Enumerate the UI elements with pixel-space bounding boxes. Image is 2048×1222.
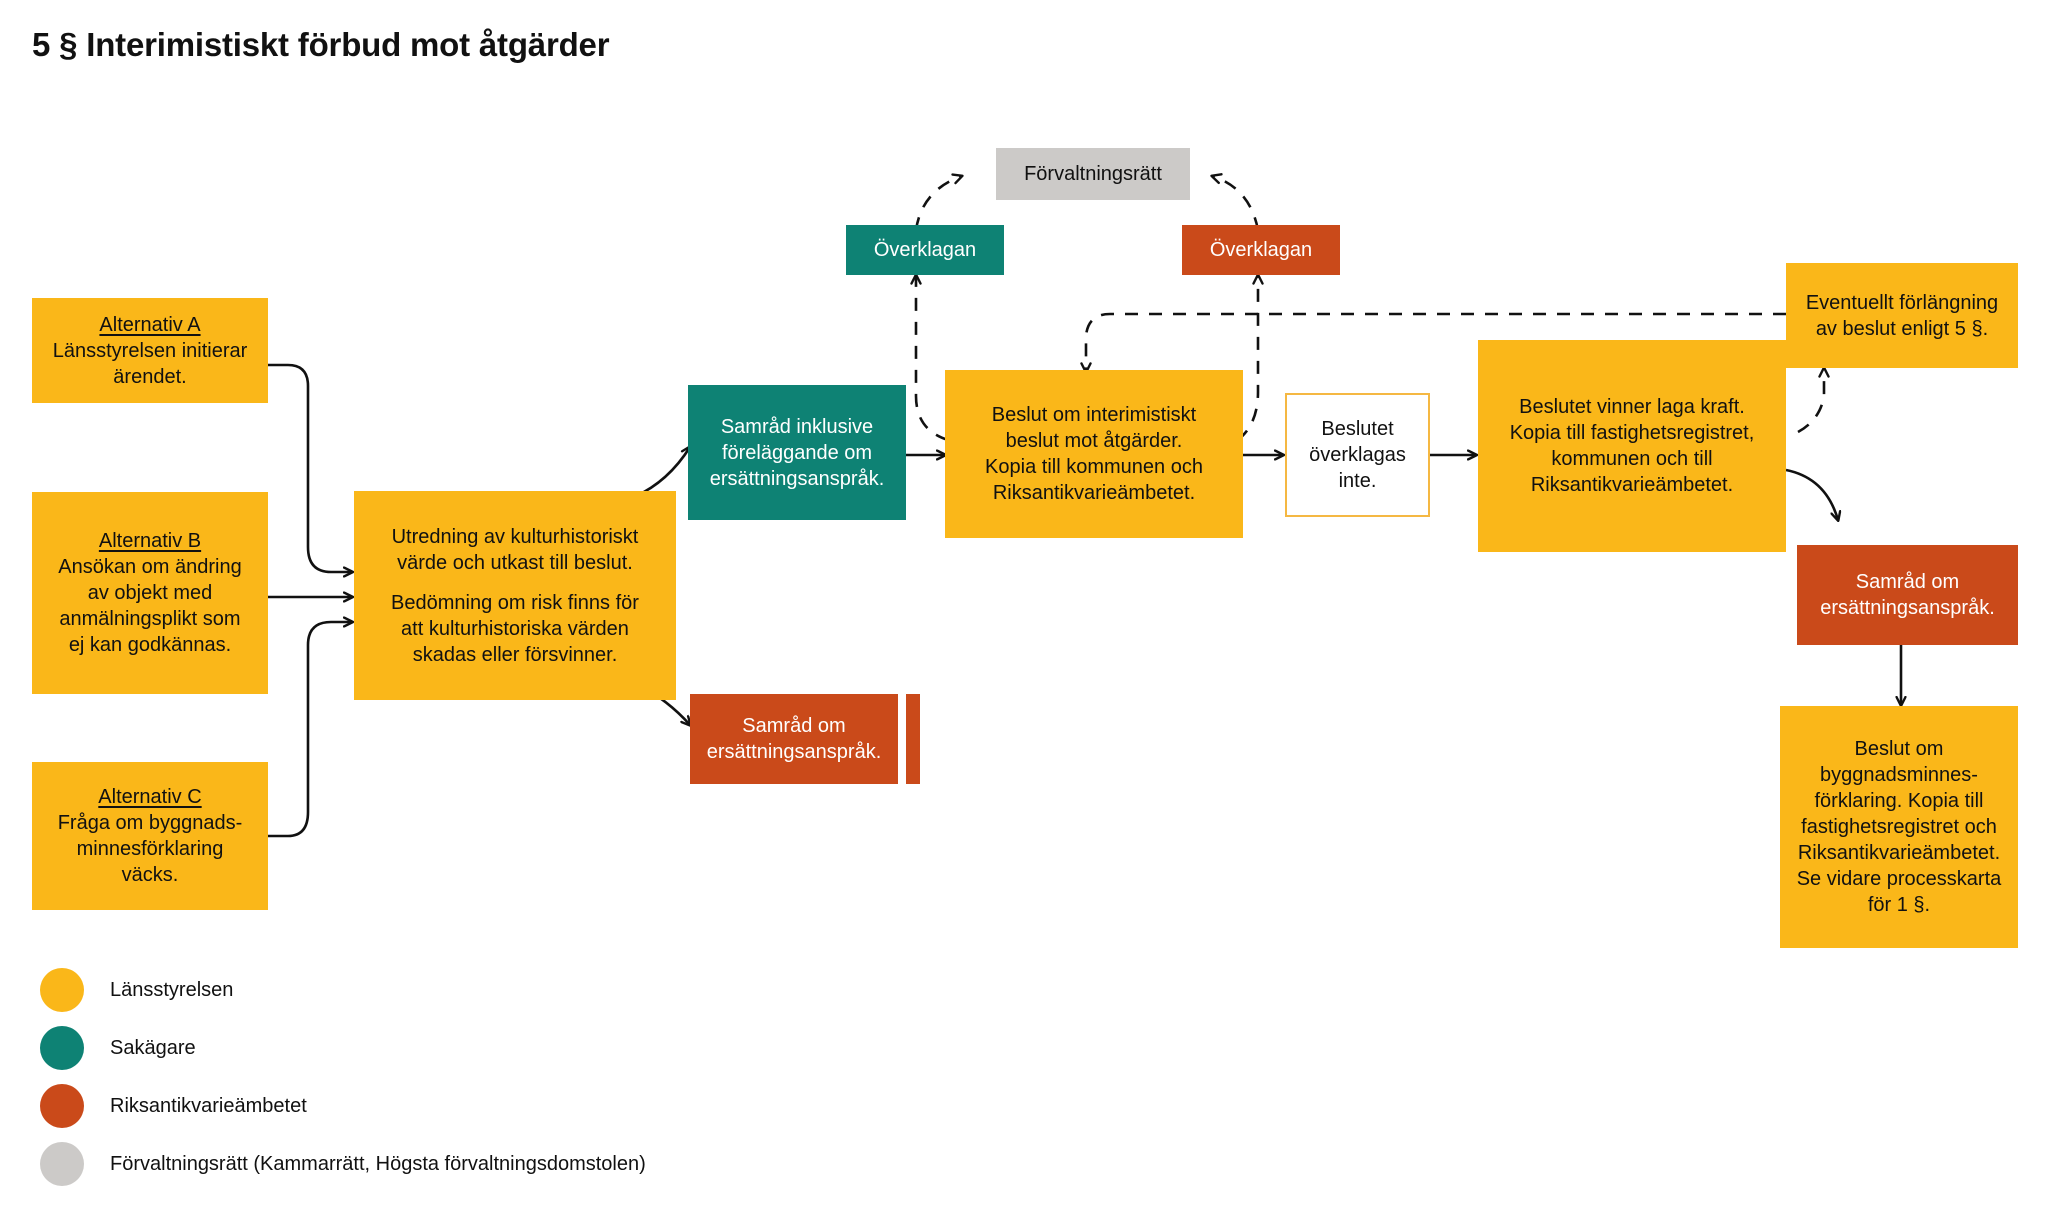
node-samrad-ersattning-right[interactable]: Samråd om ersättningsanspråk. [1797,545,2018,645]
utredning-p2-line2: att kulturhistoriska värden [401,617,629,640]
laga-kraft-line2: Kopia till fastighetsregistret, [1509,422,1755,444]
alternativ-c-line3: väcks. [121,864,179,886]
legend-swatch-lansstyrelsen [40,968,84,1012]
node-beslut-interimistiskt[interactable]: Beslut om interimistiskt beslut mot åtgä… [945,370,1243,538]
samrad-inklusive-line2: föreläggande om [721,441,873,464]
samrad-inklusive-line3: ersättningsanspråk. [709,467,885,490]
byggnadsminnes-line1: Beslut om [1854,738,1944,760]
forlangning-line2: av beslut enligt 5 §. [1815,317,1989,340]
byggnadsminnes-line7: för 1 §. [1867,894,1931,916]
legend-label-riksantikvarieambetet: Riksantikvarieämbetet [110,1094,307,1117]
overklagas-inte-line3: inte. [1338,470,1377,492]
samrad-right-line1: Samråd om [1855,571,1960,593]
node-utredning[interactable]: Utredning av kulturhistoriskt värde och … [354,491,676,700]
samrad-right-line2: ersättningsanspråk. [1820,597,1995,619]
node-alternativ-b[interactable]: Alternativ B Ansökan om ändring av objek… [32,492,268,694]
beslut-interim-line1: Beslut om interimistiskt [991,404,1197,426]
legend-item-lansstyrelsen: Länsstyrelsen [40,968,233,1012]
node-alternativ-c[interactable]: Alternativ C Fråga om byggnads- minnesfö… [32,762,268,910]
legend-swatch-riksantikvarieambetet [40,1084,84,1128]
alternativ-b-line2: av objekt med [87,582,213,604]
legend-item-forvaltningsratt: Förvaltningsrätt (Kammarrätt, Högsta för… [40,1142,646,1186]
node-overklagan-riksantikvarie[interactable]: Överklagan [1182,225,1340,275]
byggnadsminnes-line3: förklaring. Kopia till [1814,790,1984,812]
legend-item-riksantikvarieambetet: Riksantikvarieämbetet [40,1084,307,1128]
alternativ-c-heading: Alternativ C [98,786,202,808]
legend-swatch-forvaltningsratt [40,1142,84,1186]
node-beslutet-vinner-laga-kraft[interactable]: Beslutet vinner laga kraft. Kopia till f… [1478,340,1786,552]
forlangning-line1: Eventuellt förlängning [1805,291,1999,314]
legend-label-forvaltningsratt: Förvaltningsrätt (Kammarrätt, Högsta för… [110,1152,646,1175]
alternativ-c-line2: minnesförklaring [76,838,224,860]
forvaltningsratt-label: Förvaltningsrätt [1024,163,1162,185]
node-alternativ-a[interactable]: Alternativ A Länsstyrelsen initierar äre… [32,298,268,403]
alternativ-b-line4: ej kan godkännas. [68,634,232,656]
beslut-interim-line2: beslut mot åtgärder. [1005,430,1183,452]
legend-item-sakagare: Sakägare [40,1026,196,1070]
byggnadsminnes-line2: byggnadsminnes- [1820,764,1978,786]
overklagan-red-label: Överklagan [1209,239,1313,261]
overklagas-inte-line1: Beslutet [1321,418,1394,440]
samrad-left-line2: ersättningsanspråk. [706,741,882,763]
laga-kraft-line3: kommunen och till [1551,448,1713,470]
decorative-red-bar [906,694,920,784]
alternativ-a-line2: ärendet. [113,365,187,388]
samrad-inklusive-line1: Samråd inklusive [720,415,874,438]
utredning-p1-line2: värde och utkast till beslut. [397,551,633,574]
page-title: 5 § Interimistiskt förbud mot åtgärder [32,26,610,63]
byggnadsminnes-line4: fastighetsregistret och [1801,816,1997,838]
alternativ-c-line1: Fråga om byggnads- [57,812,243,834]
node-samrad-ersattning-left[interactable]: Samråd om ersättningsanspråk. [690,694,898,784]
node-overklagan-sakagare[interactable]: Överklagan [846,225,1004,275]
byggnadsminnes-line5: Riksantikvarieämbetet. [1797,842,2001,864]
legend-label-sakagare: Sakägare [110,1036,196,1059]
node-eventuellt-forlangning[interactable]: Eventuellt förlängning av beslut enligt … [1786,263,2018,368]
beslut-interim-line3: Kopia till kommunen och [985,456,1203,478]
node-beslutet-overklagas-inte[interactable]: Beslutet överklagas inte. [1285,393,1430,517]
utredning-p1-line1: Utredning av kulturhistoriskt [391,525,639,548]
samrad-left-line1: Samråd om [742,715,846,737]
utredning-p2-line3: skadas eller försvinner. [412,643,618,666]
alternativ-b-heading: Alternativ B [98,530,202,552]
overklagan-teal-label: Överklagan [873,239,977,261]
laga-kraft-line4: Riksantikvarieämbetet. [1530,474,1734,496]
legend-label-lansstyrelsen: Länsstyrelsen [110,978,234,1001]
node-forvaltningsratt[interactable]: Förvaltningsrätt [996,148,1190,200]
alternativ-b-line1: Ansökan om ändring [58,556,242,578]
legend-swatch-sakagare [40,1026,84,1070]
alternativ-a-heading: Alternativ A [99,313,201,336]
byggnadsminnes-line6: Se vidare processkarta [1796,868,2002,890]
node-samrad-inklusive[interactable]: Samråd inklusive föreläggande om ersättn… [688,385,906,520]
utredning-p2-line1: Bedömning om risk finns för [391,591,639,614]
overklagas-inte-line2: överklagas [1309,444,1406,466]
beslut-interim-line4: Riksantikvarieämbetet. [992,482,1196,504]
node-beslut-byggnadsminnesforklaring[interactable]: Beslut om byggnadsminnes- förklaring. Ko… [1780,706,2018,948]
laga-kraft-line1: Beslutet vinner laga kraft. [1519,396,1745,418]
alternativ-a-line1: Länsstyrelsen initierar [52,339,248,362]
alternativ-b-line3: anmälningsplikt som [59,608,241,630]
